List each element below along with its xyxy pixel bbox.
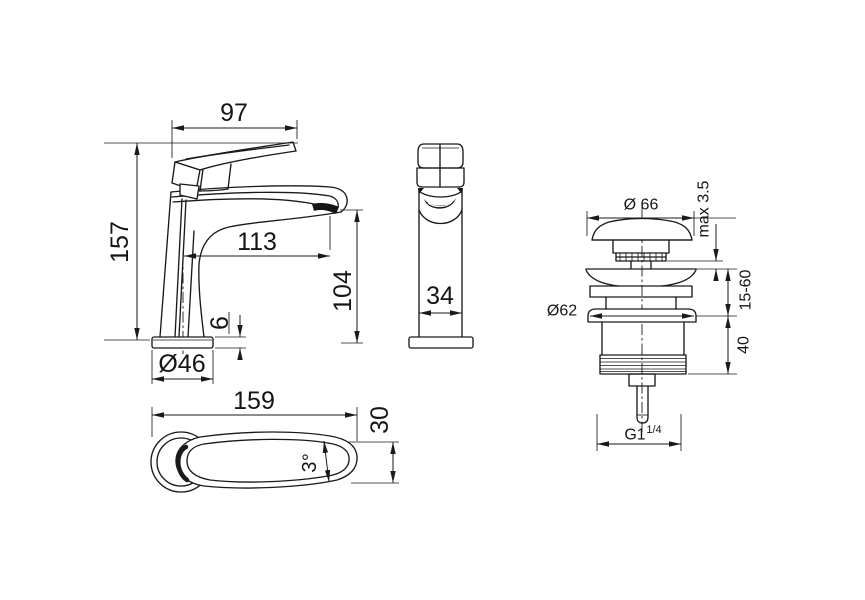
collar-outline	[416, 167, 465, 188]
knurled-ring	[615, 252, 667, 262]
base-plate	[151, 336, 214, 349]
dim-base-thickness-label: 6	[206, 316, 234, 330]
drawing-root: 97 157 113 104 6 Ø	[104, 99, 755, 493]
body-left-edge	[159, 191, 172, 338]
dim-clamp-range-label: 15-60	[738, 269, 755, 310]
cap-dome	[591, 217, 693, 241]
body-line-a	[174, 198, 183, 338]
spout-inner-line-2	[172, 198, 315, 205]
pivot-shadow-arc	[176, 444, 190, 483]
knurl-ticks	[619, 253, 663, 261]
handle-collar	[179, 183, 200, 200]
dim-thread-size-sup-label: 1/4	[646, 424, 661, 436]
body-top-arc	[418, 190, 463, 198]
angle-section-line	[322, 440, 331, 483]
dim-thread-size-label: G1	[624, 427, 645, 444]
thread-lines	[600, 358, 686, 372]
drain-view: Ø 66 max 3.5 15-60 Ø62 40 G1 1/4	[547, 180, 755, 451]
body-chin-arc	[418, 209, 463, 225]
pull-rod	[636, 385, 649, 424]
handle-top-inner-contour	[186, 438, 350, 483]
spout-inner-line-1	[171, 191, 339, 208]
handle-body-line-1	[199, 168, 204, 192]
spout-mouth-highlight	[427, 201, 453, 208]
front-base-plate	[408, 336, 474, 349]
dim-tip-width-label: 30	[366, 406, 394, 434]
handle-body-line-2	[227, 163, 232, 190]
handle-blade-accent-1	[185, 144, 290, 160]
dim-total-height-label: 157	[106, 221, 134, 263]
neck-lines	[605, 296, 677, 310]
spout-top-edge	[170, 185, 348, 213]
dim-handle-angle-label: 3°	[299, 453, 322, 473]
upper-flange-side-right	[661, 269, 697, 287]
aerator	[312, 203, 339, 214]
body-line-b	[178, 199, 187, 338]
body-cylinder	[601, 321, 685, 356]
top-view: 3° 159 30	[150, 387, 399, 493]
cap-stem	[630, 260, 652, 270]
spout-underside-swoosh	[198, 211, 342, 338]
side-view: 97 157 113 104 6 Ø	[104, 99, 363, 384]
front-view: 34	[408, 143, 474, 349]
spout-mouth	[424, 198, 456, 209]
dim-base-diameter-label: Ø46	[158, 350, 205, 378]
handle-body-bottom	[195, 188, 229, 192]
dim-body-length-label: 40	[736, 336, 753, 354]
upper-flange-side-left	[585, 269, 619, 287]
dim-flange-diameter-label: Ø62	[547, 303, 577, 320]
dim-spout-reach-label: 113	[237, 228, 277, 256]
rod-nut	[628, 373, 656, 387]
dim-cap-diameter-label: Ø 66	[624, 197, 659, 214]
dim-max-gap-label: max 3.5	[696, 180, 713, 237]
dim-handle-length-label: 97	[220, 99, 248, 127]
handle-top-outline	[175, 431, 358, 489]
body-line-c	[187, 230, 195, 338]
dim-body-width-label: 34	[426, 282, 454, 310]
dim-total-length-label: 159	[233, 387, 275, 415]
thread-band	[599, 354, 687, 375]
washer	[589, 285, 693, 298]
cap-neck	[612, 239, 670, 254]
dim-spout-height-label: 104	[329, 270, 357, 312]
